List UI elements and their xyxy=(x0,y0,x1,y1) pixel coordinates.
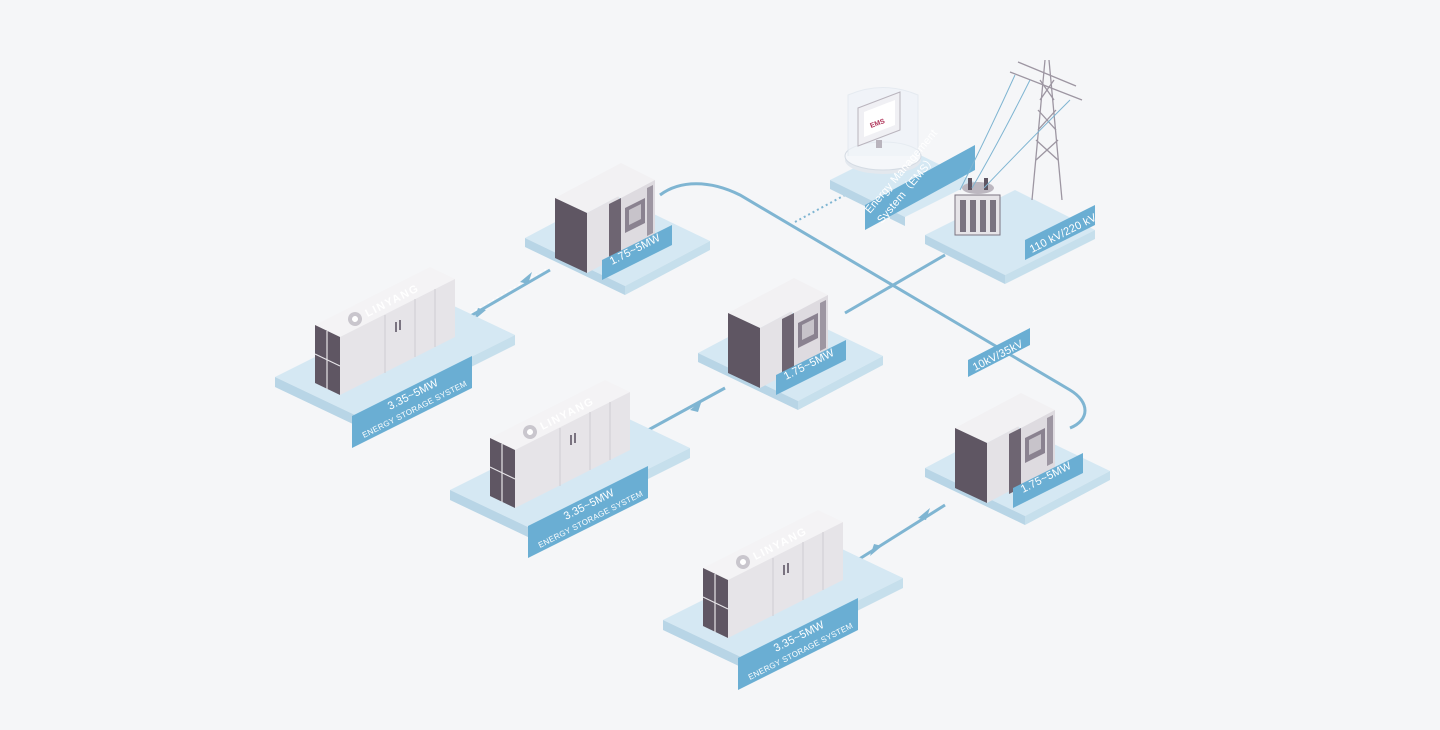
ems-link-dotted xyxy=(794,194,846,223)
mv-bus-line xyxy=(659,182,1087,430)
arrow-icon xyxy=(520,272,532,284)
power-tower-icon xyxy=(1009,59,1083,201)
hv-substation xyxy=(925,59,1095,284)
arrow-icon xyxy=(870,544,882,556)
ems-screen-text: EMS xyxy=(869,118,886,130)
pcs-to-transformer-line xyxy=(844,253,946,315)
pcs-unit-1 xyxy=(525,163,710,295)
flow-arrows xyxy=(474,272,930,556)
storage1-dotted xyxy=(461,267,549,319)
arrow-icon xyxy=(690,400,702,412)
pcs-unit-2 xyxy=(698,278,883,410)
arrow-icon xyxy=(918,508,930,520)
storage3-pcs3-line xyxy=(844,503,946,570)
transformer-icon xyxy=(954,178,1001,236)
hv-wires xyxy=(959,74,1071,191)
